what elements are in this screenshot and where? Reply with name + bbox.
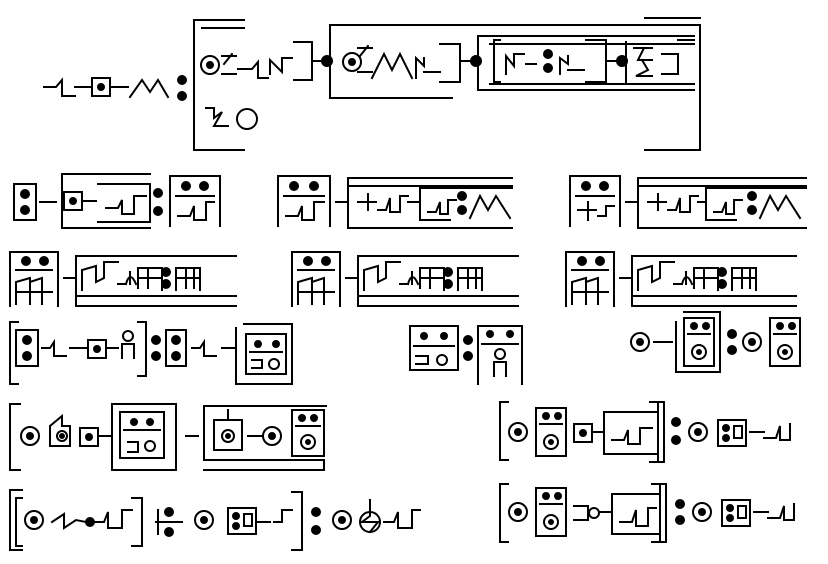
circle-dot-glyph xyxy=(262,426,282,446)
nested-frame-glyph xyxy=(477,35,695,91)
row4-formula-b xyxy=(499,401,791,463)
boxed-dot-glyph xyxy=(79,427,99,447)
stacked-dots-glyph xyxy=(717,419,747,447)
figure-glyph xyxy=(477,325,523,385)
row1-formula-c xyxy=(569,175,807,229)
row5-formula-b xyxy=(499,483,795,543)
peak-glyph xyxy=(128,78,170,99)
circle-dot-glyph xyxy=(200,55,220,75)
hatched-frame-glyph xyxy=(291,251,341,307)
stacked-dots-glyph xyxy=(13,183,37,221)
row5-formula-a xyxy=(9,489,421,551)
peak-glyph xyxy=(468,193,512,220)
circle-dot-glyph xyxy=(688,422,708,442)
circle-dot-glyph xyxy=(24,510,44,530)
hatched-frame-glyph xyxy=(565,251,615,307)
double-dot-frame-glyph xyxy=(277,175,331,227)
peak-glyph xyxy=(370,51,414,80)
circle-dot-glyph xyxy=(508,422,528,442)
spark-glyph xyxy=(359,499,381,534)
circle-dot-glyph xyxy=(332,510,352,530)
house-glyph xyxy=(49,413,71,447)
cross-zigzag-glyph xyxy=(357,193,409,213)
ring-chain-glyph xyxy=(357,255,519,307)
row3-formula-b xyxy=(409,325,523,385)
colon-glyph xyxy=(311,507,321,535)
row2-formula-c xyxy=(565,251,797,307)
row1-formula-b xyxy=(277,175,513,229)
row3-formula-a xyxy=(9,321,293,385)
house-glyph xyxy=(213,409,243,451)
circle-dot-glyph xyxy=(630,332,650,352)
circle-dot-glyph xyxy=(342,52,362,72)
ring-box-glyph xyxy=(409,325,459,371)
stacked-dots-glyph xyxy=(227,507,257,535)
ring-chain-glyph xyxy=(75,255,237,307)
main-formula xyxy=(43,17,701,151)
row3-formula-c xyxy=(630,311,801,373)
ring-box-glyph xyxy=(535,407,567,457)
row2-formula-b xyxy=(291,251,519,307)
circle-dot-glyph xyxy=(692,502,712,522)
ring-box-glyph xyxy=(235,323,293,385)
ring-box-glyph xyxy=(535,487,567,537)
row2-formula-a xyxy=(9,251,237,307)
bracketed-compound-glyph xyxy=(193,19,333,151)
circle-dot-glyph xyxy=(508,502,528,522)
outer-frame-glyph xyxy=(329,17,701,151)
circle-dot-glyph xyxy=(194,510,214,530)
stacked-dots-glyph xyxy=(721,499,751,527)
boxed-dot-glyph xyxy=(91,77,111,97)
cross-colon-glyph xyxy=(155,507,183,537)
ring-box-glyph xyxy=(675,311,721,373)
ring-glyph xyxy=(236,108,258,130)
double-dot-frame-glyph xyxy=(169,175,221,227)
zigzag-glyph xyxy=(43,77,76,97)
lightning-glyph xyxy=(50,512,95,530)
ring-box-glyph xyxy=(769,317,801,367)
row4-formula-a xyxy=(9,403,327,471)
boxed-sequence-glyph xyxy=(61,173,151,229)
ring-box-glyph xyxy=(119,411,165,459)
ring-chain-glyph xyxy=(631,255,797,307)
colon-glyph xyxy=(177,75,187,101)
hatched-frame-glyph xyxy=(9,251,59,307)
row1-formula-a xyxy=(13,173,221,229)
double-dot-frame-glyph xyxy=(569,175,621,227)
circle-dot-glyph xyxy=(20,426,40,446)
ring-box-glyph xyxy=(291,409,325,457)
colon-glyph xyxy=(153,188,163,216)
stacked-dots-glyph xyxy=(15,329,39,367)
figure-glyph xyxy=(121,330,135,359)
spark-glyph xyxy=(205,107,229,127)
